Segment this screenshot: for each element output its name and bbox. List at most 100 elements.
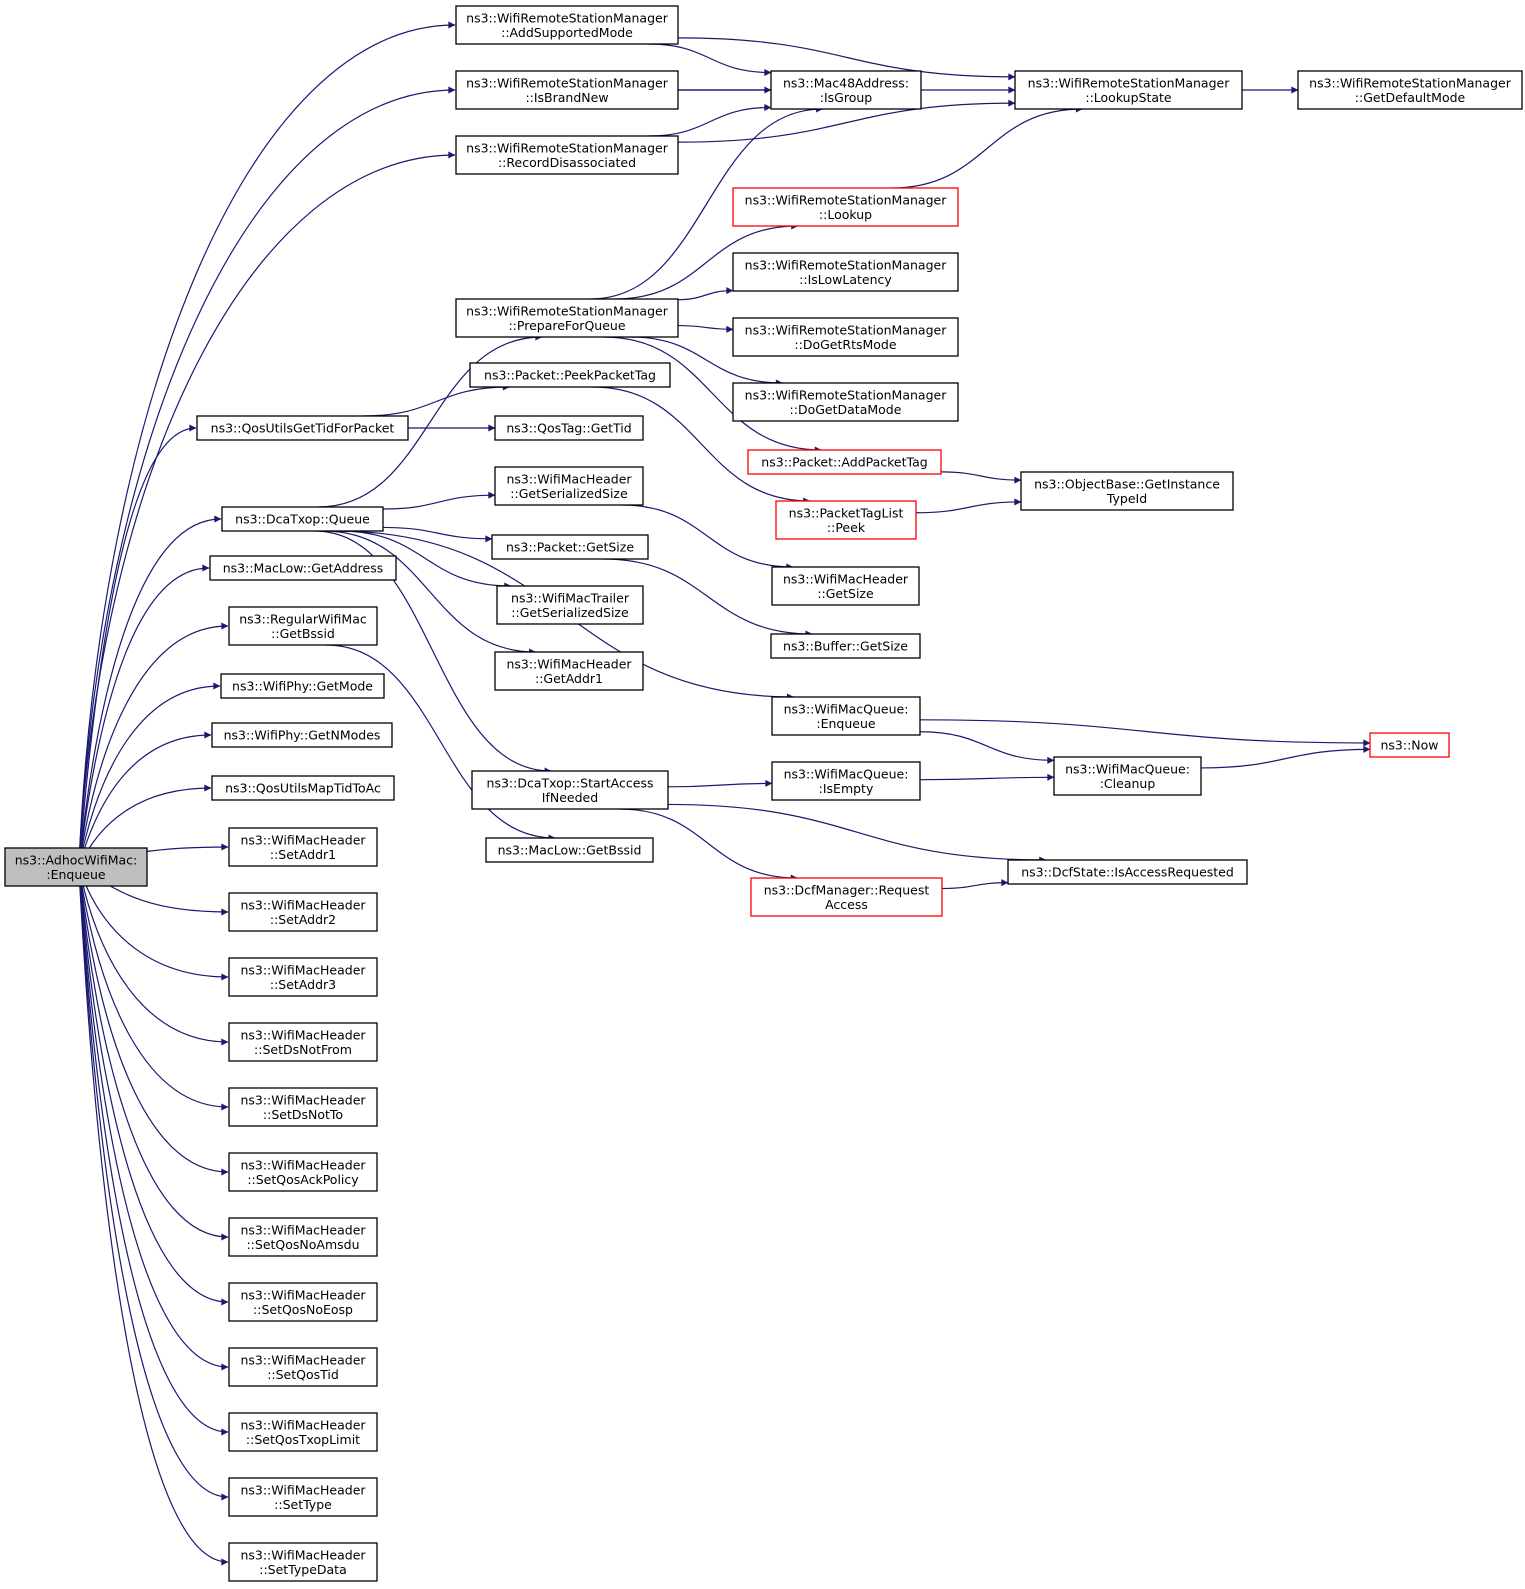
node-wifi-phy-get-mode[interactable]: ns3::WifiPhy::GetMode [220,673,385,699]
node-get-default-mode[interactable]: ns3::WifiRemoteStationManager::GetDefaul… [1297,70,1523,110]
node-prepare-for-queue[interactable]: ns3::WifiRemoteStationManager::PrepareFo… [455,298,679,338]
node-add-packet-tag[interactable]: ns3::Packet::AddPacketTag [747,449,942,475]
node-mac-header-set-addr1[interactable]: ns3::WifiMacHeader::SetAddr1 [228,827,378,867]
node-label-mac-header-set-qos-no-amsdu-line-1: ns3::WifiMacHeader [240,1222,366,1237]
node-mac-header-set-type[interactable]: ns3::WifiMacHeader::SetType [228,1477,378,1517]
node-qos-tag-get-tid[interactable]: ns3::QosTag::GetTid [494,415,644,441]
node-label-record-disassociated-line-2: ::RecordDisassociated [498,155,636,170]
node-label-dcf-manager-request-access-line-2: Access [825,897,868,912]
node-label-add-supported-mode-line-1: ns3::WifiRemoteStationManager [466,10,669,25]
node-box-mac-header-set-qos-txop-limit [228,1412,378,1452]
node-label-prepare-for-queue-line-2: ::PrepareForQueue [508,318,625,333]
node-do-get-data-mode[interactable]: ns3::WifiRemoteStationManager::DoGetData… [732,382,959,422]
edge-enqueue-root-to-mac-header-set-addr3 [78,866,229,981]
node-label-dcf-manager-request-access-line-1: ns3::DcfManager::Request [764,882,930,897]
node-box-get-default-mode [1297,70,1523,110]
node-record-disassociated[interactable]: ns3::WifiRemoteStationManager::RecordDis… [455,135,679,175]
node-regular-wifi-mac-get-bssid[interactable]: ns3::RegularWifiMac::GetBssid [228,606,378,646]
edge-enqueue-root-to-mac-header-set-qos-no-eosp [78,866,229,1306]
node-box-wifi-phy-get-mode [220,673,385,699]
node-lookup[interactable]: ns3::WifiRemoteStationManager::Lookup [732,187,959,227]
node-label-mac-header-set-addr1-line-2: ::SetAddr1 [270,847,336,862]
node-box-mac-header-set-type-data [228,1542,378,1582]
node-mac-header-set-addr2[interactable]: ns3::WifiMacHeader::SetAddr2 [228,892,378,932]
node-mac-queue-cleanup[interactable]: ns3::WifiMacQueue::Cleanup [1053,756,1202,796]
node-box-add-supported-mode [455,5,679,45]
node-is-access-requested[interactable]: ns3::DcfState::IsAccessRequested [1007,859,1248,885]
node-label-add-packet-tag-line-1: ns3::Packet::AddPacketTag [761,455,927,470]
node-mac-queue-is-empty[interactable]: ns3::WifiMacQueue::IsEmpty [771,761,921,801]
node-mac-header-get-serialized-size[interactable]: ns3::WifiMacHeader::GetSerializedSize [494,466,644,506]
node-box-is-low-latency [732,252,959,292]
node-mac-low-get-address[interactable]: ns3::MacLow::GetAddress [209,555,397,581]
node-mac48-is-group[interactable]: ns3::Mac48Address::IsGroup [770,70,922,110]
node-wifi-phy-get-n-modes[interactable]: ns3::WifiPhy::GetNModes [211,722,393,748]
node-box-record-disassociated [455,135,679,175]
node-label-mac-queue-enqueue-line-1: ns3::WifiMacQueue: [784,701,909,716]
edge-dca-txop-queue-to-mac-header-get-serialized-size [382,491,496,510]
node-label-get-default-mode-line-1: ns3::WifiRemoteStationManager [1309,75,1512,90]
edge-enqueue-root-to-mac-low-get-address [78,564,210,868]
node-box-qos-tag-get-tid [494,415,644,441]
node-label-record-disassociated-line-1: ns3::WifiRemoteStationManager [466,140,669,155]
node-packet-tag-list-peek[interactable]: ns3::PacketTagList::Peek [775,500,917,540]
node-box-mac-header-set-addr2 [228,892,378,932]
node-mac-header-set-qos-ack-policy[interactable]: ns3::WifiMacHeader::SetQosAckPolicy [228,1152,378,1192]
edge-enqueue-root-to-is-brand-new [78,86,456,868]
node-peek-packet-tag[interactable]: ns3::Packet::PeekPacketTag [469,362,671,388]
node-mac-low-get-bssid[interactable]: ns3::MacLow::GetBssid [485,837,654,863]
node-mac-queue-enqueue[interactable]: ns3::WifiMacQueue::Enqueue [771,696,921,736]
node-add-supported-mode[interactable]: ns3::WifiRemoteStationManager::AddSuppor… [455,5,679,45]
node-mac-trailer-get-serialized-size[interactable]: ns3::WifiMacTrailer::GetSerializedSize [496,585,644,625]
node-qos-utils-get-tid[interactable]: ns3::QosUtilsGetTidForPacket [196,415,409,441]
node-box-packet-get-size [491,534,649,560]
node-box-mac-header-set-ds-not-to [228,1087,378,1127]
node-mac-header-set-ds-not-from[interactable]: ns3::WifiMacHeader::SetDsNotFrom [228,1022,378,1062]
edge-dcf-manager-request-access-to-is-access-requested [941,879,1009,890]
node-enqueue-root[interactable]: ns3::AdhocWifiMac::Enqueue [4,847,148,887]
node-lookup-state[interactable]: ns3::WifiRemoteStationManager::LookupSta… [1014,70,1243,110]
edge-packet-tag-list-peek-to-get-instance-typeid [915,498,1022,514]
node-label-mac-header-set-ds-not-from-line-2: ::SetDsNotFrom [254,1042,352,1057]
node-box-mac-low-get-address [209,555,397,581]
node-now[interactable]: ns3::Now [1369,732,1450,758]
node-label-mac-queue-cleanup-line-1: ns3::WifiMacQueue: [1065,761,1190,776]
node-mac-header-get-size[interactable]: ns3::WifiMacHeader::GetSize [771,566,920,606]
node-box-dcf-manager-request-access [750,877,943,917]
node-label-mac-queue-enqueue-line-2: :Enqueue [816,716,876,731]
node-mac-header-set-ds-not-to[interactable]: ns3::WifiMacHeader::SetDsNotTo [228,1087,378,1127]
node-label-mac-header-set-qos-tid-line-2: ::SetQosTid [267,1367,339,1382]
edge-enqueue-root-to-mac-header-set-type-data [78,866,229,1566]
node-box-mac-low-get-bssid [485,837,654,863]
node-mac-header-get-addr1[interactable]: ns3::WifiMacHeader::GetAddr1 [494,651,644,691]
node-dca-txop-queue[interactable]: ns3::DcaTxop::Queue [221,506,384,532]
edge-dca-txop-queue-to-prepare-for-queue [318,333,543,508]
node-mac-header-set-qos-no-eosp[interactable]: ns3::WifiMacHeader::SetQosNoEosp [228,1282,378,1322]
edge-enqueue-root-to-regular-wifi-mac-get-bssid [78,622,229,868]
node-mac-header-set-qos-no-amsdu[interactable]: ns3::WifiMacHeader::SetQosNoAmsdu [228,1217,378,1257]
node-do-get-rts-mode[interactable]: ns3::WifiRemoteStationManager::DoGetRtsM… [732,317,959,357]
node-buffer-get-size[interactable]: ns3::Buffer::GetSize [770,633,921,659]
node-label-mac-queue-is-empty-line-2: :IsEmpty [819,781,874,796]
node-label-regular-wifi-mac-get-bssid-line-2: ::GetBssid [271,626,335,641]
node-qos-utils-map-tid-to-ac[interactable]: ns3::QosUtilsMapTidToAc [211,775,395,801]
node-is-low-latency[interactable]: ns3::WifiRemoteStationManager::IsLowLate… [732,252,959,292]
node-is-brand-new[interactable]: ns3::WifiRemoteStationManager::IsBrandNe… [455,70,679,110]
node-packet-get-size[interactable]: ns3::Packet::GetSize [491,534,649,560]
node-mac-header-set-qos-tid[interactable]: ns3::WifiMacHeader::SetQosTid [228,1347,378,1387]
node-mac-header-set-type-data[interactable]: ns3::WifiMacHeader::SetTypeData [228,1542,378,1582]
node-mac-header-set-qos-txop-limit[interactable]: ns3::WifiMacHeader::SetQosTxopLimit [228,1412,378,1452]
edge-qos-utils-get-tid-to-peek-packet-tag [363,383,510,417]
edge-mac-queue-enqueue-to-mac-queue-cleanup [919,731,1055,764]
node-label-mac-header-set-qos-ack-policy-line-2: ::SetQosAckPolicy [247,1172,359,1187]
node-label-mac-low-get-bssid-line-1: ns3::MacLow::GetBssid [498,843,642,858]
node-label-do-get-rts-mode-line-1: ns3::WifiRemoteStationManager [745,322,948,337]
node-label-enqueue-root-line-1: ns3::AdhocWifiMac: [15,852,137,867]
node-box-buffer-get-size [770,633,921,659]
node-mac-header-set-addr3[interactable]: ns3::WifiMacHeader::SetAddr3 [228,957,378,997]
node-label-mac-header-set-qos-txop-limit-line-1: ns3::WifiMacHeader [240,1417,366,1432]
